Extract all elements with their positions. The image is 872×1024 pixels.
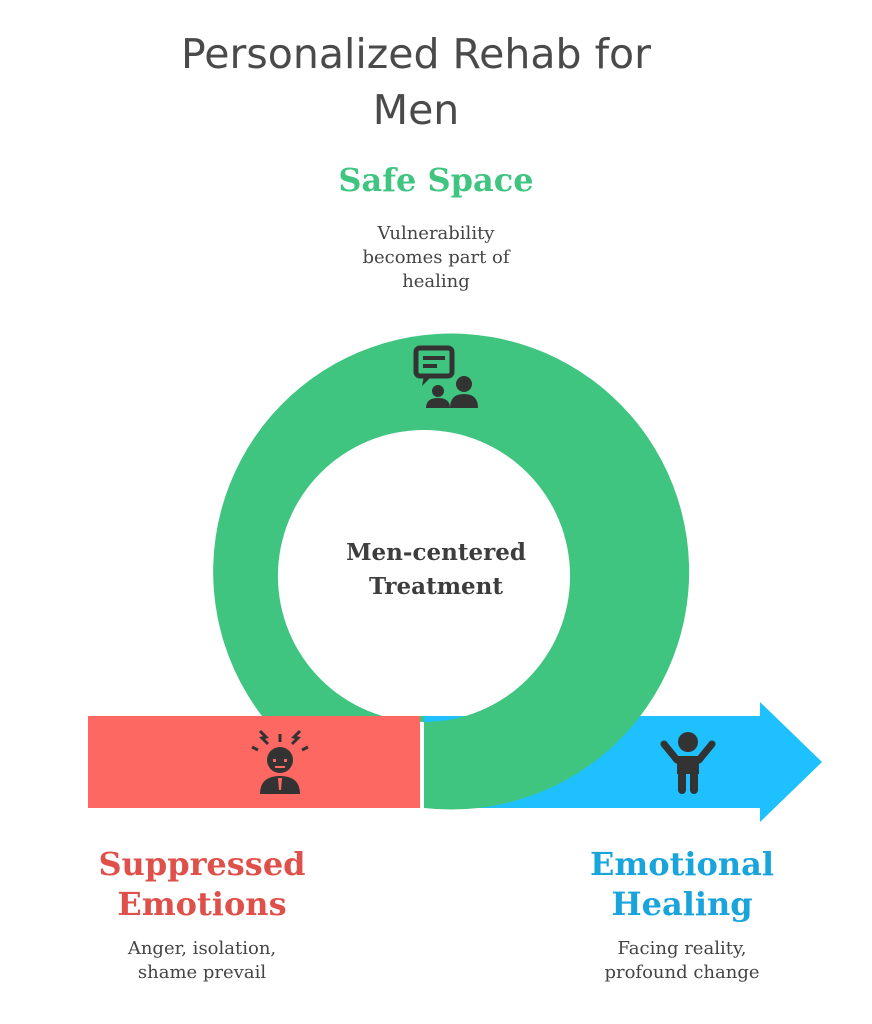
emotional-healing-title-line1: Emotional	[589, 845, 775, 883]
center-label-line1: Men-centered	[346, 539, 526, 566]
safe-space-desc-line2: becomes part of	[362, 247, 510, 268]
suppressed-emotions-title-line2: Emotions	[117, 885, 287, 923]
emotional-healing-desc-line1: Facing reality,	[617, 938, 747, 959]
diagram-title-line2: Men	[372, 86, 460, 134]
emotional-healing-description: Facing reality, profound change	[572, 937, 792, 985]
safe-space-desc-line1: Vulnerability	[377, 223, 495, 244]
happy-person-icon	[660, 732, 716, 794]
suppressed-emotions-bar	[88, 716, 420, 808]
safe-space-ring	[213, 333, 690, 810]
suppressed-emotions-title: Suppressed Emotions	[82, 844, 322, 924]
conversation-people-icon	[413, 345, 478, 408]
safe-space-description: Vulnerability becomes part of healing	[326, 222, 546, 294]
suppressed-emotions-desc-line1: Anger, isolation,	[127, 938, 277, 959]
center-label-line2: Treatment	[368, 573, 504, 600]
emotional-healing-title: Emotional Healing	[562, 844, 802, 924]
safe-space-desc-line3: healing	[402, 271, 470, 292]
suppressed-emotions-title-line1: Suppressed	[98, 845, 306, 883]
emotional-healing-title-line2: Healing	[611, 885, 753, 923]
safe-space-title: Safe Space	[338, 161, 534, 199]
suppressed-emotions-description: Anger, isolation, shame prevail	[92, 937, 312, 985]
stressed-person-icon	[251, 729, 309, 794]
emotional-healing-desc-line2: profound change	[604, 962, 760, 983]
suppressed-emotions-desc-line2: shame prevail	[137, 962, 267, 983]
diagram-title-line1: Personalized Rehab for	[181, 30, 651, 78]
center-label: Men-centered Treatment	[296, 536, 576, 604]
